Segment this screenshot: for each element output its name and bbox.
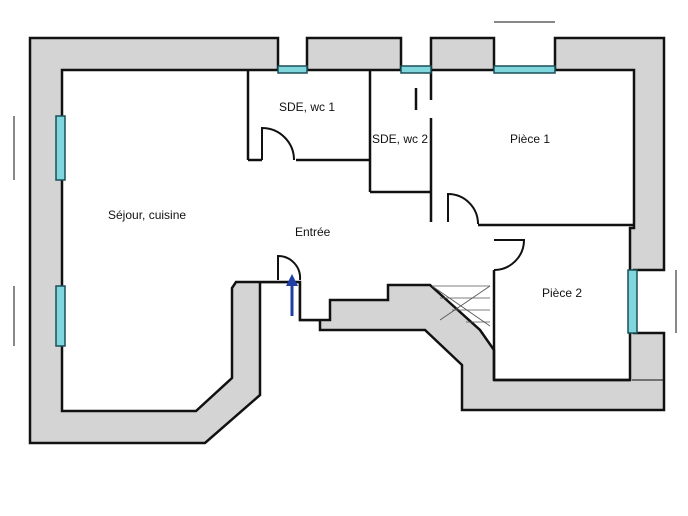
- label-sejour: Séjour, cuisine: [108, 208, 186, 222]
- window-sde1: [277, 65, 308, 74]
- window-sejour-2: [55, 285, 66, 347]
- inner-walls: [246, 70, 634, 382]
- window-sejour-1: [55, 115, 66, 181]
- windows: [55, 65, 638, 347]
- stairs: [431, 285, 491, 327]
- exterior-marks: [13, 21, 677, 381]
- door-entree: [277, 254, 302, 281]
- window-sde2: [400, 65, 432, 74]
- interior-space: [60, 68, 636, 413]
- doors: [261, 126, 526, 281]
- door-piece2: [493, 239, 526, 271]
- window-piece1: [493, 65, 556, 74]
- label-piece2: Pièce 2: [542, 286, 582, 300]
- door-piece1: [447, 192, 479, 225]
- label-piece1: Pièce 1: [510, 132, 550, 146]
- label-sde2: SDE, wc 2: [372, 132, 428, 146]
- label-sde1: SDE, wc 1: [279, 100, 335, 114]
- door-sde1: [261, 126, 295, 161]
- entry-arrow: [286, 274, 298, 316]
- window-piece2: [627, 269, 638, 334]
- label-entree: Entrée: [295, 225, 331, 239]
